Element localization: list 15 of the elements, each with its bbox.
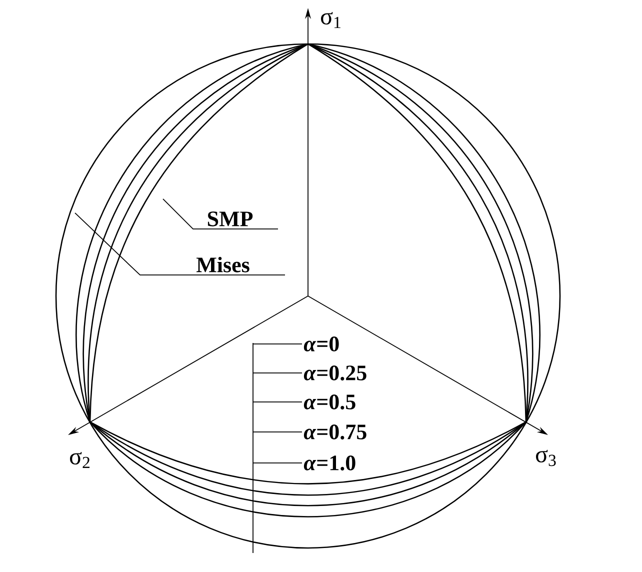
alpha-label: α=0.5 (304, 394, 356, 410)
leader-line (252, 462, 302, 464)
alpha-label: α=1.0 (304, 456, 356, 470)
leader-line (162, 198, 278, 230)
alpha-label: α=0.25 (304, 366, 366, 380)
leader-line (74, 212, 286, 276)
axis-label: σ$_{1}$ (321, 12, 340, 28)
axis-label: σ$_{2}$ (70, 452, 90, 468)
curve-label: Mises (196, 256, 250, 272)
alpha-label: α=0.75 (304, 424, 366, 440)
leader-line (252, 372, 302, 374)
axis-label: σ$_{3}$ (536, 450, 556, 466)
curve-label: SMP (208, 212, 253, 226)
leader-line (252, 342, 254, 554)
alpha-label: α=0 (304, 336, 339, 352)
